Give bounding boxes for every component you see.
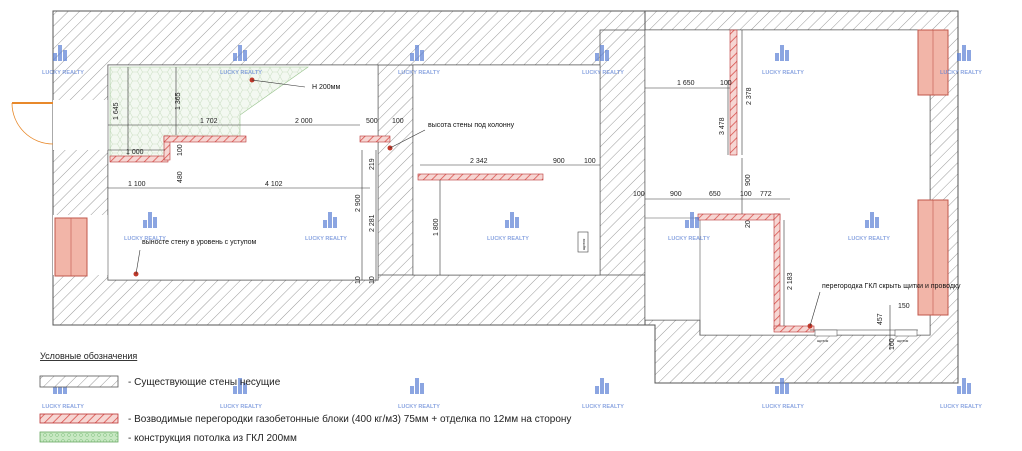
- dim-457: 457: [877, 313, 884, 325]
- watermark-text: LUCKY REALTY: [42, 404, 84, 410]
- watermark-text: LUCKY REALTY: [848, 236, 890, 242]
- panel-label-b: щиток: [897, 338, 909, 343]
- watermark-text: LUCKY REALTY: [398, 70, 440, 76]
- annotation-notes: H 200мм высота стены под колонну выносте…: [133, 77, 961, 329]
- dim-2378: 2 378: [746, 87, 753, 105]
- watermark-logo: [505, 212, 519, 228]
- legend-item-ceiling: - конструкция потолка из ГКЛ 200мм: [128, 433, 297, 444]
- dim-1800: 1 800: [433, 218, 440, 236]
- note-gkl-partition: перегородка ГКЛ скрыть щитки и проводку: [822, 283, 961, 290]
- dim-1702: 1 702: [200, 118, 218, 125]
- dimension-lines: [108, 30, 918, 350]
- watermarks: LUCKY REALTY LUCKY REALTY LUCKY REALTY L…: [42, 45, 982, 410]
- dim-100d: 100: [720, 80, 732, 87]
- dim-4102: 4 102: [265, 181, 283, 188]
- legend-title: Условные обозначения: [40, 351, 137, 361]
- watermark-logo: [143, 212, 157, 228]
- dim-1100: 1 100: [128, 181, 146, 188]
- watermark-logo: [233, 45, 247, 61]
- watermark-text: LUCKY REALTY: [582, 404, 624, 410]
- watermark-text: LUCKY REALTY: [762, 404, 804, 410]
- dim-1000: 1 000: [126, 149, 144, 156]
- watermark-text: LUCKY REALTY: [668, 236, 710, 242]
- legend-item-existing-walls: - Существующие стены несущие: [128, 377, 281, 388]
- dim-900c: 900: [745, 174, 752, 186]
- watermark-logo: [410, 378, 424, 394]
- watermark-logo: [685, 212, 699, 228]
- dim-3478: 3 478: [719, 117, 726, 135]
- dim-100c: 100: [584, 158, 596, 165]
- dim-772: 772: [760, 191, 772, 198]
- note-ceiling-height: H 200мм: [312, 84, 340, 91]
- panel-label-a: щиток: [817, 338, 829, 343]
- windows: [54, 29, 949, 316]
- watermark-logo: [595, 45, 609, 61]
- dim-2281: 2 281: [369, 214, 376, 232]
- dim-2183: 2 183: [787, 272, 794, 290]
- note-column-height: высота стены под колонну: [428, 122, 515, 129]
- watermark-logo: [957, 378, 971, 394]
- dim-480: 480: [177, 171, 184, 183]
- watermark-logo: [323, 212, 337, 228]
- dim-100a: 100: [392, 118, 404, 125]
- dim-100f: 100: [740, 191, 752, 198]
- watermark-text: LUCKY REALTY: [42, 70, 84, 76]
- dimension-labels: 1 645 1 365 1 702 2 000 500 100 1 000 10…: [113, 80, 910, 350]
- watermark-logo: [865, 212, 879, 228]
- watermark-text: LUCKY REALTY: [582, 70, 624, 76]
- watermark-logo: [233, 378, 247, 394]
- note-column-height-text: высота стены под колонну: [428, 122, 515, 129]
- dim-500: 500: [366, 118, 378, 125]
- watermark-text: LUCKY REALTY: [220, 70, 262, 76]
- dim-2000: 2 000: [295, 118, 313, 125]
- dim-1645: 1 645: [113, 102, 120, 120]
- dim-150: 150: [898, 303, 910, 310]
- electrical-panels: щиток щиток щиток: [577, 231, 918, 343]
- watermark-logo: [410, 45, 424, 61]
- dim-160: 160: [889, 338, 896, 350]
- legend-swatch-existing-walls: [39, 375, 119, 388]
- watermark-text: LUCKY REALTY: [487, 236, 529, 242]
- new-partitions: [109, 29, 815, 333]
- dim-1365: 1 365: [175, 92, 182, 110]
- watermark-text: LUCKY REALTY: [940, 404, 982, 410]
- dim-100b: 100: [177, 144, 184, 156]
- watermark-logo: [595, 378, 609, 394]
- watermark-logo: [53, 45, 67, 61]
- dim-1650: 1 650: [677, 80, 695, 87]
- entrance-door: [11, 102, 54, 145]
- dim-2900: 2 900: [355, 194, 362, 212]
- dim-10b: 10: [369, 276, 376, 284]
- legend-item-partitions: - Возводимые перегородки газобетонные бл…: [128, 413, 571, 425]
- watermark-text: LUCKY REALTY: [398, 404, 440, 410]
- watermark-logo: [957, 45, 971, 61]
- dim-650: 650: [709, 191, 721, 198]
- panel-label-small: щиток: [581, 238, 586, 250]
- dim-219: 219: [369, 158, 376, 170]
- watermark-text: LUCKY REALTY: [762, 70, 804, 76]
- legend: Условные обозначения - Существующие стен…: [39, 351, 571, 444]
- watermark-logo: [775, 378, 789, 394]
- dim-2342: 2 342: [470, 158, 488, 165]
- legend-swatch-partitions: [39, 413, 119, 424]
- watermark-text: LUCKY REALTY: [220, 404, 262, 410]
- dim-20: 20: [745, 220, 752, 228]
- legend-swatch-ceiling: [39, 431, 119, 443]
- dim-100e: 100: [633, 191, 645, 198]
- watermark-text: LUCKY REALTY: [305, 236, 347, 242]
- dim-900a: 900: [553, 158, 565, 165]
- watermark-text: LUCKY REALTY: [124, 236, 166, 242]
- watermark-text: LUCKY REALTY: [940, 70, 982, 76]
- dim-900b: 900: [670, 191, 682, 198]
- dim-10a: 10: [355, 276, 362, 284]
- note-wall-flush: выносте стену в уровень с уступом: [142, 239, 257, 246]
- watermark-logo: [775, 45, 789, 61]
